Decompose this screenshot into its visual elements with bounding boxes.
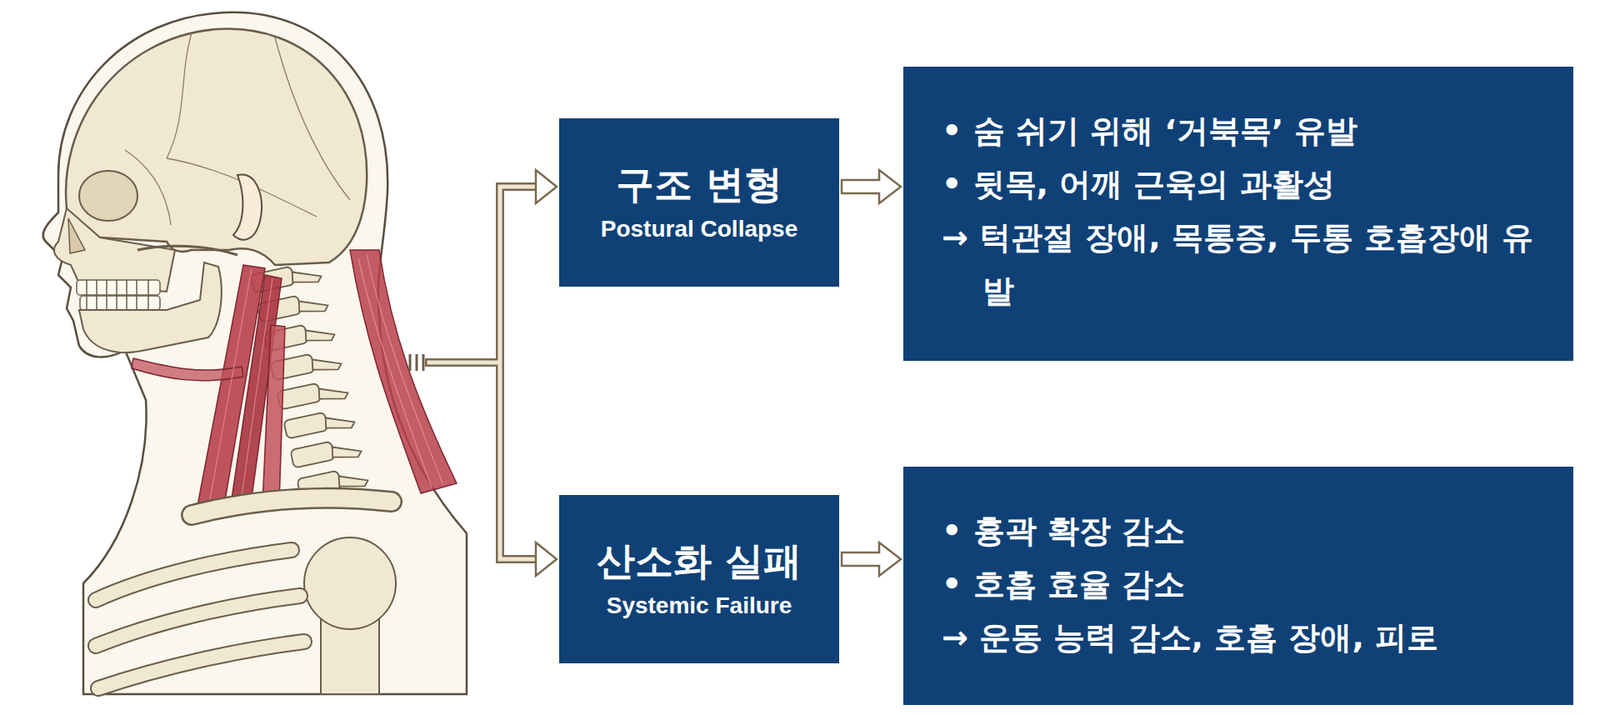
bracket-connector	[410, 170, 557, 576]
hollow-arrow	[841, 170, 901, 204]
clavicle	[191, 498, 392, 515]
description-line: • 숨 쉬기 위해 ‘거북목’ 유발	[941, 104, 1549, 158]
trapezius-muscle	[350, 250, 457, 494]
category-subtitle: Systemic Failure	[606, 590, 793, 622]
neck-muscles	[131, 265, 285, 510]
description-line: • 호흡 효율 감소	[941, 557, 1549, 611]
category-box: 산소화 실패Systemic Failure	[559, 495, 840, 664]
category-box: 구조 변형Postural Collapse	[559, 118, 840, 287]
teeth	[76, 280, 160, 310]
ribs	[95, 550, 305, 689]
zygomatic-arch	[137, 245, 238, 255]
description-line: → 운동 능력 감소, 호흡 장애, 피로	[941, 610, 1549, 665]
muscle-fibres	[208, 268, 273, 509]
hollow-arrow	[841, 542, 901, 576]
ear	[233, 175, 262, 240]
body-outline	[43, 12, 467, 695]
clavicle	[191, 498, 392, 515]
eye-orbit	[79, 170, 138, 221]
category-subtitle: Postural Collapse	[600, 213, 799, 245]
description-line: • 흉곽 확장 감소	[941, 504, 1549, 558]
muscle-fibres	[358, 254, 444, 488]
skull-sutures	[125, 33, 350, 225]
category-title: 산소화 실패	[596, 536, 802, 587]
mandible	[79, 262, 222, 353]
nasal-cavity	[68, 218, 85, 254]
description-line: • 뒷목, 어깨 근육의 과활성	[941, 157, 1549, 211]
humerus-head	[304, 537, 396, 630]
description-box: • 숨 쉬기 위해 ‘거북목’ 유발• 뒷목, 어깨 근육의 과활성→ 턱관절 …	[903, 66, 1574, 361]
description-line: → 턱관절 장애, 목통증, 두통 호흡장애 유발	[941, 210, 1549, 318]
category-title: 구조 변형	[615, 160, 783, 210]
cranium	[65, 29, 367, 265]
description-box: • 흉곽 확장 감소• 호흡 효율 감소→ 운동 능력 감소, 호흡 장애, 피…	[903, 466, 1574, 705]
